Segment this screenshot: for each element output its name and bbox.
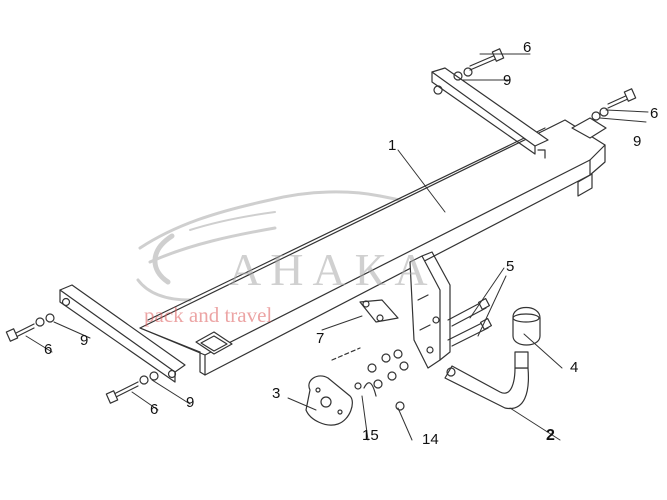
leader-lines: [25, 53, 649, 441]
watermark-brand: АНАКА: [228, 244, 437, 295]
spacer-plate: [359, 299, 399, 323]
callout-2: 2: [546, 427, 555, 444]
bolt-6-right: [591, 88, 637, 121]
cross-beam: [139, 117, 607, 376]
bolt-6-left-lower: [105, 371, 159, 404]
callout-1: 1: [388, 137, 397, 154]
watermark-tagline: pack and travel: [144, 303, 273, 327]
callout-6-left-upper: 6: [44, 341, 53, 358]
callout-6-right: 6: [650, 105, 659, 122]
callout-6-top: 6: [523, 39, 532, 56]
nuts-and-washers: [331, 347, 409, 411]
callout-9-left-upper: 9: [80, 332, 89, 349]
right-side-bracket: [431, 67, 549, 159]
callout-9-right: 9: [633, 133, 642, 150]
socket-plate: [305, 375, 353, 426]
callout-14: 14: [422, 431, 439, 448]
bolt-6-left-upper: [5, 313, 55, 342]
callout-9-left-lower: 9: [186, 394, 195, 411]
callout-9-top: 9: [503, 72, 512, 89]
center-mounting-bracket: [409, 251, 451, 369]
callout-6-left-lower: 6: [150, 401, 159, 418]
tow-ball-cap: [512, 306, 541, 346]
tow-ball-neck: [444, 351, 529, 410]
callout-5: 5: [506, 258, 515, 275]
callout-15: 15: [362, 427, 379, 444]
callout-7: 7: [316, 330, 325, 347]
bolt-6-top: [453, 48, 505, 81]
callout-3: 3: [272, 385, 281, 402]
left-side-bracket: [59, 284, 186, 383]
callout-4: 4: [570, 359, 579, 376]
